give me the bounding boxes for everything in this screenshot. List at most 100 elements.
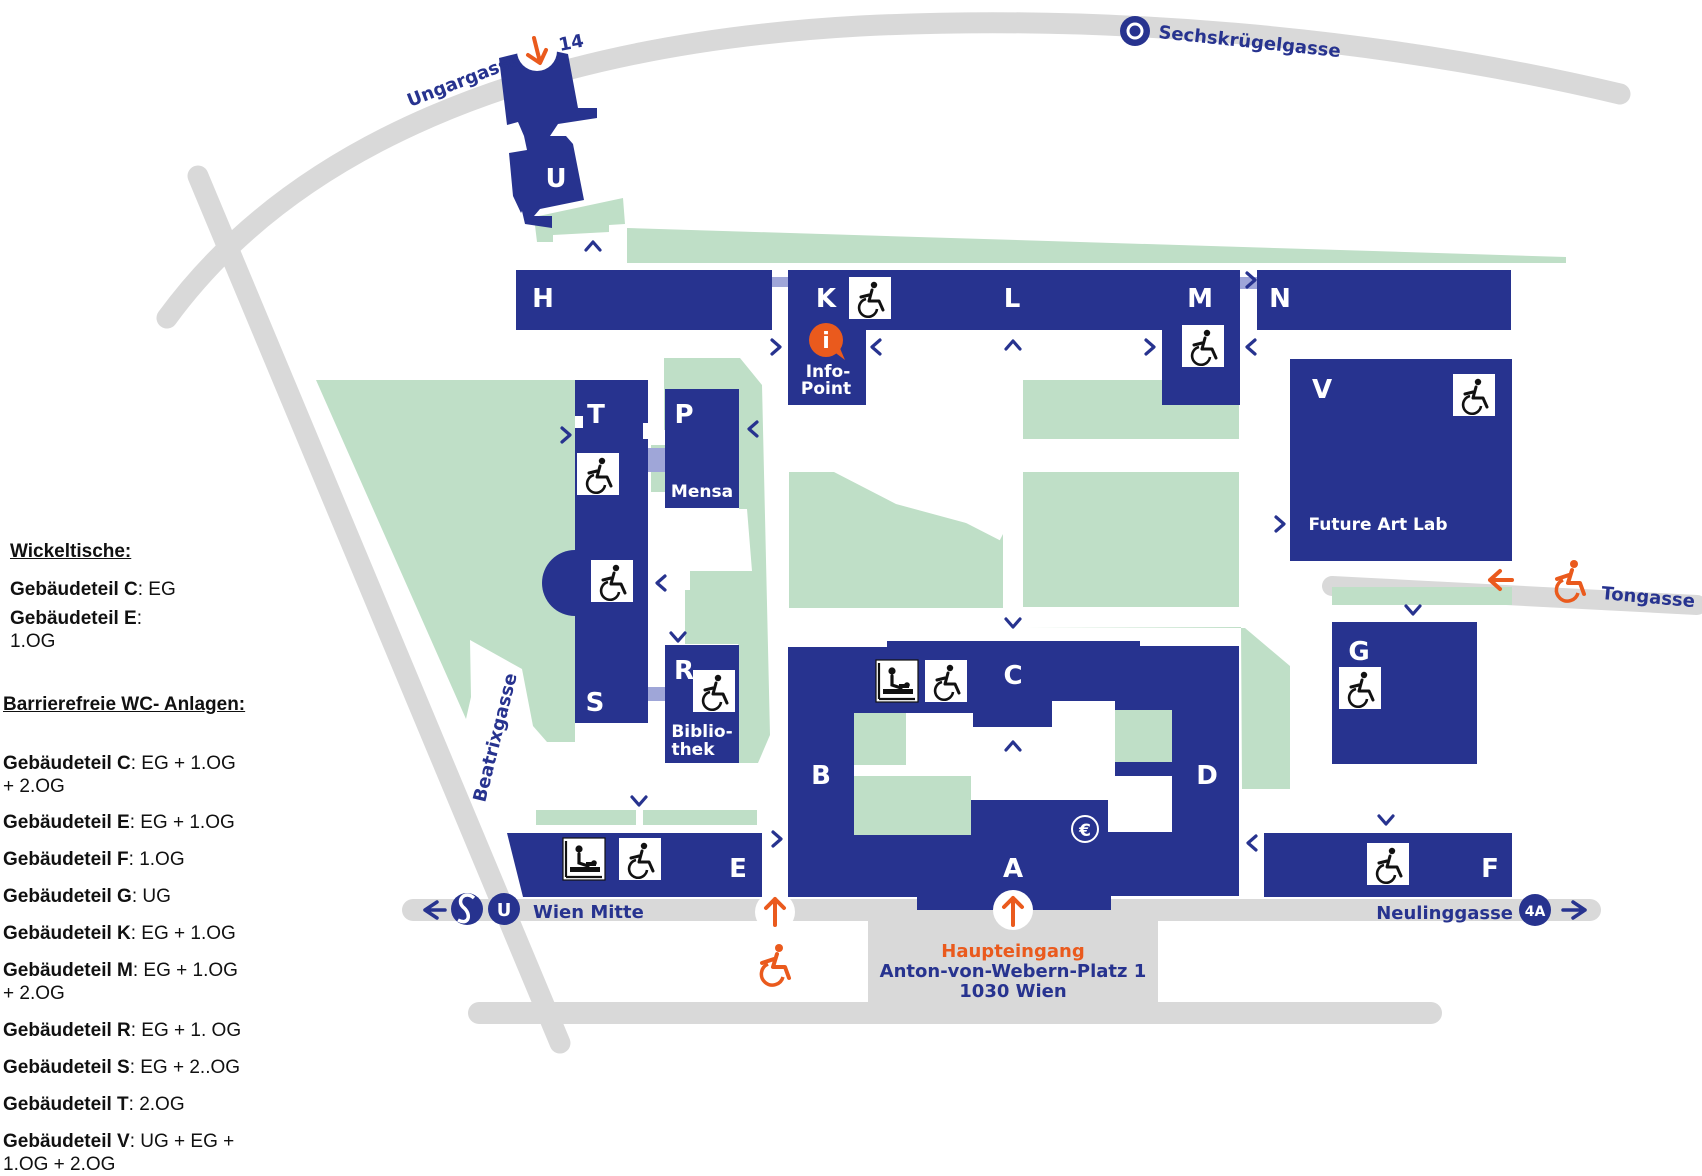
wc-icon xyxy=(923,658,969,704)
wc-floors: : UG xyxy=(131,886,171,907)
building-d-label: D xyxy=(1196,761,1218,791)
footpath xyxy=(870,461,1007,541)
building-n-label: N xyxy=(1269,284,1291,314)
wickel-item-e: Gebäudeteil E: xyxy=(10,607,142,630)
building-h-label: H xyxy=(532,284,554,314)
wc-floors: : EG + 1.OG xyxy=(130,753,236,774)
wc-icon xyxy=(1337,665,1383,711)
arrow-down-icon xyxy=(526,36,548,65)
wc-icon xyxy=(589,558,635,604)
courtyard-green xyxy=(854,710,1172,835)
bus-4a-icon xyxy=(1519,894,1551,926)
wickel-floors: : EG xyxy=(137,579,176,600)
accessible-entrance-e xyxy=(755,892,795,988)
baby-changing-icon xyxy=(561,836,607,882)
wc-icon xyxy=(847,275,893,321)
building-t-label: T xyxy=(587,400,605,430)
u-badge: U xyxy=(497,900,512,921)
euro-icon: € xyxy=(1071,815,1099,843)
building-r-label: R xyxy=(674,656,694,686)
wc-legend-item: Gebäudeteil C: EG + 1.OG xyxy=(3,752,236,775)
building-k-label: K xyxy=(816,284,837,314)
chevron-left-icon xyxy=(655,574,667,592)
chevron-up-icon xyxy=(1004,339,1022,351)
wc-legend-item-cont: + 2.OG xyxy=(3,983,65,1004)
arrow-left-icon xyxy=(1488,569,1514,591)
wc-legend-item: Gebäudeteil K: EG + 1.OG xyxy=(3,922,236,945)
bus-badge: 4A xyxy=(1525,904,1546,920)
wc-floors: : 2.OG xyxy=(128,1094,185,1115)
chevron-left-icon xyxy=(1246,834,1258,852)
chevron-down-icon xyxy=(669,631,687,643)
building-labels: H K L M N U T P S R V G C B D A E F xyxy=(532,164,1499,884)
arrow-up-icon xyxy=(1002,896,1024,927)
info-point-icon[interactable]: i xyxy=(809,323,845,360)
building-s-label: S xyxy=(586,688,605,718)
wickel-item-c: Gebäudeteil C: EG xyxy=(10,578,176,601)
wc-legend-item-cont: 1.OG + 2.OG xyxy=(3,1154,116,1175)
wc-part: Gebäudeteil S xyxy=(3,1057,130,1078)
wc-legend-item: Gebäudeteil V: UG + EG + xyxy=(3,1130,234,1153)
neulinggasse-label: Neulinggasse xyxy=(1376,903,1513,924)
wc-icon xyxy=(1451,372,1497,418)
euro-symbol: € xyxy=(1078,821,1091,841)
building-f-label: F xyxy=(1481,854,1499,884)
wc-icon xyxy=(1180,323,1226,369)
biblio-label-2: thek xyxy=(671,740,715,760)
building-a-label: A xyxy=(1003,854,1023,884)
chevron-down-icon xyxy=(1004,617,1022,629)
wc-part: Gebäudeteil R xyxy=(3,1020,131,1041)
connectors xyxy=(575,277,1257,701)
wc-legend-item: Gebäudeteil E: EG + 1.OG xyxy=(3,811,235,834)
wickel-floors: : xyxy=(136,608,142,629)
chevron-right-icon xyxy=(1274,515,1286,533)
info-point-label-1: Info- xyxy=(806,362,851,382)
chevron-left-icon xyxy=(870,338,882,356)
wc-part: Gebäudeteil T xyxy=(3,1094,129,1115)
baby-changing-icon xyxy=(874,658,920,704)
wc-legend-item: Gebäudeteil R: EG + 1. OG xyxy=(3,1019,241,1042)
wickel-part: Gebäudeteil E xyxy=(10,608,137,629)
arrow-up-icon xyxy=(764,897,786,927)
wc-floors: : EG + 2..OG xyxy=(129,1057,241,1078)
building-c-label: C xyxy=(1003,661,1022,691)
accessible-icon xyxy=(759,942,791,988)
wc-part: Gebäudeteil F xyxy=(3,849,129,870)
building-g-label: G xyxy=(1348,637,1369,667)
wc-legend-item-cont: + 2.OG xyxy=(3,776,65,797)
wc-icon xyxy=(1365,841,1411,887)
wc-title: Barrierefreie WC- Anlagen: xyxy=(3,694,246,715)
chevron-down-icon xyxy=(1377,814,1395,826)
arrow-down-entrance-u xyxy=(517,31,557,71)
chevron-right-icon xyxy=(1144,338,1156,356)
wc-icon xyxy=(617,836,663,882)
building-m-label: M xyxy=(1187,284,1213,314)
wc-legend-item: Gebäudeteil T: 2.OG xyxy=(3,1093,185,1116)
chevron-right-icon xyxy=(770,338,782,356)
building-l-label: L xyxy=(1004,284,1021,314)
arrow-right-icon xyxy=(1561,900,1587,920)
main-entrance-title: Haupteingang xyxy=(941,941,1084,962)
wc-part: Gebäudeteil E xyxy=(3,812,130,833)
transit-neulinggasse: Neulinggasse 4A xyxy=(1376,894,1587,926)
wc-part: Gebäudeteil G xyxy=(3,886,132,907)
info-badge-letter: i xyxy=(822,329,830,354)
wc-part: Gebäudeteil C xyxy=(3,753,131,774)
arrow-left-icon xyxy=(423,900,447,920)
wc-icon xyxy=(691,668,737,714)
wc-floors: : EG + 1.OG xyxy=(130,923,236,944)
main-entrance-city: 1030 Wien xyxy=(959,981,1066,1002)
main-entrance-arrow xyxy=(993,890,1033,930)
u-bahn-icon xyxy=(488,893,520,925)
wc-legend-item: Gebäudeteil M: EG + 1.OG xyxy=(3,959,238,982)
wc-part: Gebäudeteil M xyxy=(3,960,133,981)
building-u-label: U xyxy=(545,164,566,194)
wc-floors: : EG + 1. OG xyxy=(130,1020,242,1041)
wickel-part: Gebäudeteil C xyxy=(10,579,138,600)
chevron-right-icon xyxy=(771,830,783,848)
wc-floors: : EG + 1.OG xyxy=(132,960,238,981)
buildings xyxy=(499,48,1512,910)
chevron-up-icon xyxy=(584,240,602,252)
street-number-label: 14 xyxy=(557,31,586,56)
wc-icon xyxy=(575,451,621,497)
